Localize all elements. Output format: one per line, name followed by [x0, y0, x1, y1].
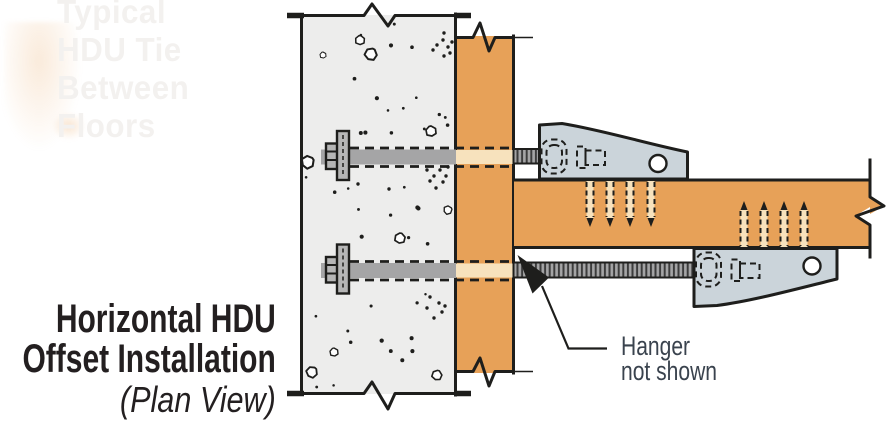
bolt-hole [802, 256, 822, 276]
concrete-wall [287, 2, 471, 411]
wood-beam [512, 158, 886, 259]
concrete-aggregate [300, 34, 453, 381]
threaded-rod [512, 148, 541, 165]
wood-stud [454, 12, 533, 397]
ghost-heading-line: Between [57, 69, 190, 106]
anchor-rod [321, 149, 456, 165]
anchor-rod [321, 263, 456, 278]
break-line-bottom [301, 380, 456, 411]
ghost-heading: Typical HDU Tie Between Floors [57, 0, 189, 145]
break-line-bottom [454, 356, 515, 388]
ghost-heading-line: Floors [57, 107, 156, 144]
hdu-holdown-lower [692, 247, 839, 308]
hidden-seat [540, 138, 568, 175]
title-line-3: (Plan View) [120, 379, 276, 420]
hanger-callout: Hanger not shown [621, 331, 718, 386]
hdu-holdown-upper [538, 122, 689, 181]
screws-lower [739, 201, 809, 247]
title-line-2: Offset Installation [22, 337, 276, 381]
holdown-body [692, 247, 839, 308]
break-line-top [454, 21, 515, 53]
hidden-nut [576, 145, 587, 169]
arrowhead [517, 255, 549, 294]
figure-title: Horizontal HDU Offset Installation (Plan… [0, 299, 276, 421]
callout-leader [517, 255, 607, 350]
hidden-nut [730, 258, 741, 282]
rod-through-stud [456, 150, 513, 164]
bolt-hole [648, 153, 668, 174]
anchor-bolt-lower [321, 243, 696, 295]
callout-line-1: Hanger [621, 331, 691, 361]
concrete-stipple [304, 22, 454, 389]
break-line-top [301, 2, 456, 28]
ghost-heading-line: Typical [57, 0, 167, 30]
callout-line-2: not shown [621, 356, 718, 386]
hidden-seat [695, 251, 722, 288]
title-line-1: Horizontal HDU [56, 297, 276, 341]
anchor-bolt-upper [321, 129, 541, 182]
plate-washer [335, 129, 351, 182]
screws-upper [585, 181, 656, 227]
rod-through-stud [456, 263, 513, 278]
break-line-right [854, 158, 886, 259]
plate-washer [335, 243, 351, 295]
ghost-heading-line: HDU Tie [57, 31, 182, 68]
